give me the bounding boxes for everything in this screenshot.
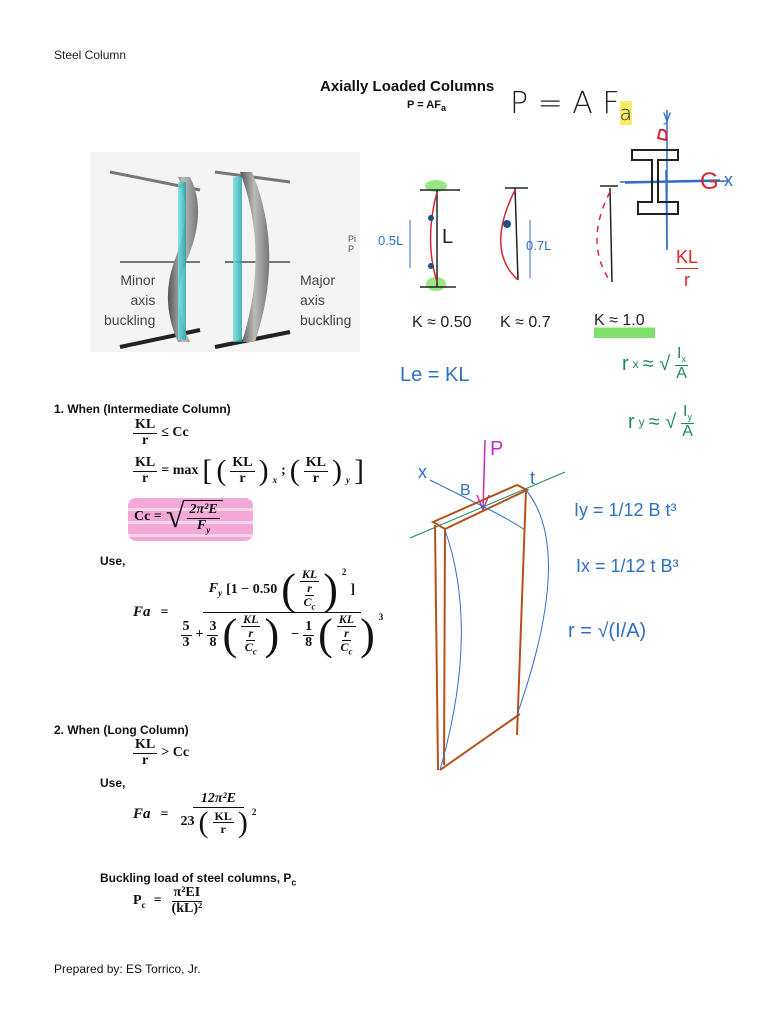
section1-max-formula: KL r = max [ ( KL r )x ; ( KL r )y ] xyxy=(133,454,365,488)
handwritten-ix: Ix = 1/12 t B³ xyxy=(576,556,679,576)
buckling-formula: Pc = π²EI (kL)² xyxy=(133,885,203,916)
buckling-heading: Buckling load of steel columns, Pc xyxy=(100,871,297,888)
plate-column-sketch xyxy=(409,439,566,771)
handwritten-kl-over-r: KL r xyxy=(676,247,699,290)
handwritten-r: r = √(I/A) xyxy=(568,620,647,642)
handwritten-le-equals-kl: Le = KL xyxy=(400,364,470,386)
section2-fa-formula: Fa = 12π²E 23 ( KL r )2 xyxy=(133,791,257,839)
k-value-fixed-fixed: K ≈ 0.50 xyxy=(412,314,472,331)
section1-heading: 1. When (Intermediate Column) xyxy=(54,402,231,416)
document-footer: Prepared by: ES Torrico, Jr. xyxy=(54,962,201,976)
major-axis-label: Major axis buckling xyxy=(300,272,352,328)
buckling-figure: Minor axis buckling Major axis buckling xyxy=(90,152,360,352)
k-value-fixed-pinned: K ≈ 0.7 xyxy=(500,314,551,331)
dim-label-0.7L: 0.7L xyxy=(526,238,552,253)
sketch-label-b: B xyxy=(460,482,471,499)
section2-heading: 2. When (Long Column) xyxy=(54,723,189,737)
end-condition-sketches xyxy=(409,170,729,291)
minor-axis-label: Minor axis buckling xyxy=(104,272,156,328)
subtitle-sub: a xyxy=(440,103,446,114)
dim-label-L: L xyxy=(442,226,454,248)
sketch-label-t: t xyxy=(530,468,536,488)
i-beam-section xyxy=(620,110,720,250)
subtitle-formula: P = AF xyxy=(407,99,441,111)
axis-label-y: y xyxy=(663,108,671,125)
axis-label-x: x xyxy=(724,170,733,190)
figure-side-text: Pi P xyxy=(348,234,357,254)
section1-cc-formula: Cc = √ 2π²E Fy xyxy=(128,498,253,541)
column-buckling-illustration xyxy=(109,170,291,349)
document-header: Steel Column xyxy=(54,48,127,62)
sketch-label-x: x xyxy=(418,462,427,482)
handwritten-iy: Iy = 1/12 B t³ xyxy=(574,500,677,520)
handwritten-p-equals-afa: P = A Fa xyxy=(510,86,632,125)
page-subtitle: P = AFa xyxy=(407,99,446,113)
section1-use-label: Use, xyxy=(100,554,126,568)
section1-condition: KL r ≤ Cc xyxy=(133,417,189,448)
page-title: Axially Loaded Columns xyxy=(320,78,495,95)
section2-use-label: Use, xyxy=(100,776,126,790)
dim-label-0.5L: 0.5L xyxy=(378,233,404,248)
k-value-pinned-pinned: K ≈ 1.0 xyxy=(594,312,655,338)
sketch-load-p: P xyxy=(490,438,504,460)
rotation-g: G xyxy=(700,168,719,195)
section2-condition: KL r > Cc xyxy=(133,737,190,768)
